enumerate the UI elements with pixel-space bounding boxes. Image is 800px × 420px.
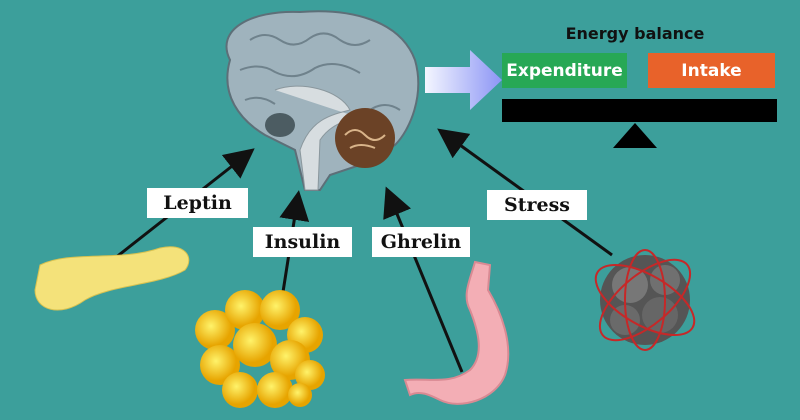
brain-illustration <box>225 10 420 191</box>
big-arrow-icon <box>425 50 502 110</box>
ghrelin-label: Ghrelin <box>372 227 470 257</box>
balance-fulcrum <box>613 123 657 148</box>
stomach-illustration <box>403 260 510 405</box>
pancreas-illustration <box>34 246 190 311</box>
fat-cells-illustration <box>195 290 325 408</box>
energy-balance-title: Energy balance <box>565 24 705 43</box>
intake-box: Intake <box>648 53 775 88</box>
leptin-label: Leptin <box>147 188 248 218</box>
ghrelin-arrow <box>383 186 464 373</box>
balance-beam <box>502 99 777 122</box>
insulin-label: Insulin <box>253 227 352 257</box>
stress-label: Stress <box>487 190 587 220</box>
stress-illustration <box>594 249 696 351</box>
expenditure-box: Expenditure <box>502 53 627 88</box>
